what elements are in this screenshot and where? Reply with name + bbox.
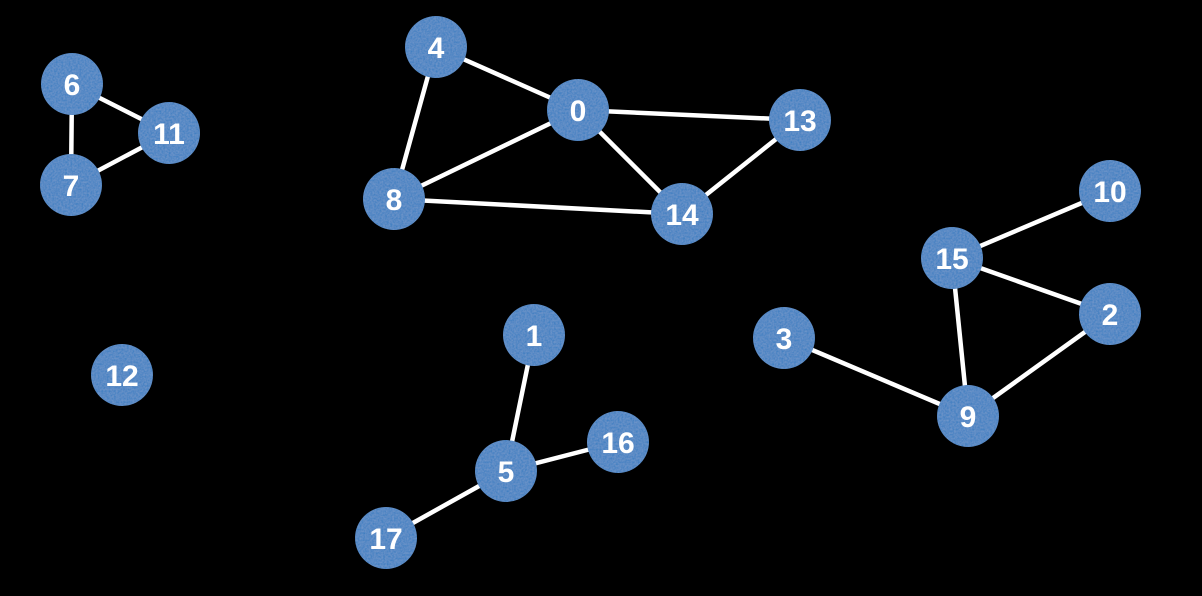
node-label-1: 1: [526, 320, 543, 353]
node-label-8: 8: [386, 184, 403, 217]
node-label-10: 10: [1093, 176, 1126, 209]
node-circle-7: [40, 154, 102, 216]
node-label-9: 9: [960, 401, 977, 434]
node-14: 14: [651, 183, 713, 245]
node-label-4: 4: [428, 32, 445, 65]
node-4: 4: [405, 16, 467, 78]
edge-0-8: [391, 107, 581, 202]
node-7: 7: [40, 154, 102, 216]
node-label-15: 15: [935, 243, 968, 276]
node-circle-14: [651, 183, 713, 245]
node-label-7: 7: [63, 170, 80, 203]
node-0: 0: [547, 79, 609, 141]
node-circle-11: [138, 102, 200, 164]
node-1: 1: [503, 304, 565, 366]
node-circle-3: [753, 307, 815, 369]
node-label-12: 12: [105, 360, 138, 393]
edge-8-14: [391, 196, 685, 217]
node-circle-15: [921, 227, 983, 289]
node-label-3: 3: [776, 323, 793, 356]
node-circle-13: [769, 89, 831, 151]
node-label-6: 6: [64, 69, 81, 102]
node-circle-17: [355, 507, 417, 569]
node-label-11: 11: [153, 118, 185, 151]
node-circle-9: [937, 385, 999, 447]
node-circle-12: [91, 344, 153, 406]
node-16: 16: [587, 411, 649, 473]
node-circle-8: [363, 168, 425, 230]
node-13: 13: [769, 89, 831, 151]
node-label-16: 16: [601, 427, 634, 460]
node-15: 15: [921, 227, 983, 289]
node-11: 11: [138, 102, 200, 164]
node-label-5: 5: [498, 456, 515, 489]
node-9: 9: [937, 385, 999, 447]
node-label-17: 17: [369, 523, 402, 556]
node-10: 10: [1079, 160, 1141, 222]
node-circle-5: [475, 440, 537, 502]
node-circle-10: [1079, 160, 1141, 222]
node-8: 8: [363, 168, 425, 230]
node-label-0: 0: [570, 95, 587, 128]
node-2: 2: [1079, 283, 1141, 345]
node-label-14: 14: [665, 199, 699, 232]
node-circle-1: [503, 304, 565, 366]
node-circle-0: [547, 79, 609, 141]
node-circle-16: [587, 411, 649, 473]
node-label-13: 13: [783, 105, 816, 138]
edge-3-9: [781, 335, 971, 419]
node-5: 5: [475, 440, 537, 502]
node-circle-2: [1079, 283, 1141, 345]
node-17: 17: [355, 507, 417, 569]
node-label-2: 2: [1102, 299, 1119, 332]
node-3: 3: [753, 307, 815, 369]
node-6: 6: [41, 53, 103, 115]
node-circle-6: [41, 53, 103, 115]
node-circle-4: [405, 16, 467, 78]
node-12: 12: [91, 344, 153, 406]
edge-0-13: [575, 107, 803, 123]
